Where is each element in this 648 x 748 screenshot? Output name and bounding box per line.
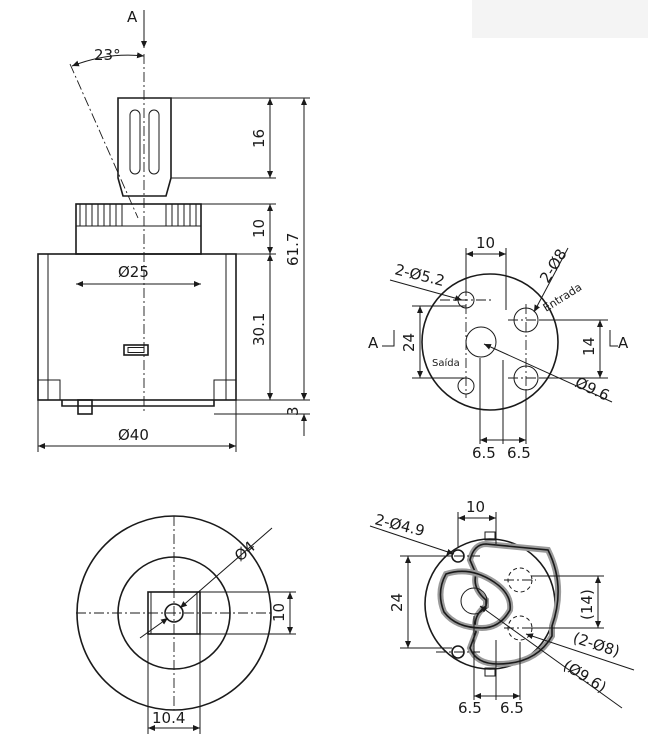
- slot-height-label: 10: [270, 603, 288, 622]
- knurl-lines: [79, 204, 197, 226]
- hole-spacing-label: 10: [476, 234, 495, 252]
- knurl-height-label: 10: [250, 219, 268, 238]
- bottom-view: 10 2-Ø5.2 2-Ø8 Entrada Saída Ø9.6 24 14 …: [368, 234, 629, 462]
- body-diameter-label: Ø40: [118, 426, 149, 444]
- inlet-label: Entrada: [541, 281, 585, 315]
- outlet-label: Saída: [432, 357, 460, 369]
- seal-notch-bottom: [484, 667, 496, 677]
- seal-view: 10 2-Ø4.9 24 (14) (2-Ø8) (Ø9.6) 6.5 6.5: [369, 498, 635, 717]
- stem-hole: [164, 603, 184, 623]
- offset-left-label: 6.5: [472, 444, 496, 462]
- cartridge-body: [37, 253, 237, 401]
- section-left-label: A: [368, 334, 379, 352]
- seal-center-port: [460, 587, 488, 615]
- watermark-area: [472, 0, 648, 38]
- seal-leader-center-port: [479, 605, 623, 709]
- leader-center-port: [483, 343, 613, 403]
- hole-label: 2-Ø5.2: [393, 260, 446, 290]
- side-view: A 23° 16 10 30.1: [37, 8, 310, 452]
- hole-diameter-label: Ø4: [231, 538, 259, 566]
- section-marker-label: A: [127, 8, 138, 26]
- knurled-ring: [75, 203, 202, 255]
- seal-inlet-spacing-label: (14): [578, 589, 596, 620]
- angle-label: 23°: [94, 46, 121, 64]
- angle-arc: [71, 52, 145, 67]
- section-right-label: A: [618, 334, 629, 352]
- top-view: Ø4 10 10.4: [76, 515, 296, 734]
- slot-width-label: 10.4: [152, 709, 185, 727]
- seal-notch-top: [484, 531, 496, 541]
- seal-port-label: (2-Ø8): [571, 629, 622, 661]
- knurl-diameter-label: Ø25: [118, 263, 149, 281]
- stem-outline: [117, 97, 172, 197]
- base-plate: [61, 400, 215, 407]
- seal-port-spacing-label: 24: [388, 593, 406, 612]
- outlet-port: [465, 326, 497, 358]
- section-mark-right: [609, 330, 618, 347]
- seal-leader-port: [525, 633, 635, 671]
- seal-offset-left-label: 6.5: [458, 699, 482, 717]
- base-height-label: 3: [284, 406, 302, 416]
- seal-gasket-inner-line: [439, 570, 511, 629]
- stem-slot-right: [148, 109, 160, 175]
- leader-hole-diameter: [179, 527, 273, 609]
- offset-right-label: 6.5: [507, 444, 531, 462]
- seal-center-port-label: (Ø9.6): [560, 656, 610, 696]
- seal-leader-hole: [369, 525, 455, 555]
- seal-offset-right-label: 6.5: [500, 699, 524, 717]
- section-mark-left: [382, 330, 395, 347]
- inlet-spacing-label: 14: [580, 337, 598, 356]
- base-pin: [77, 399, 93, 415]
- stem-slot-left: [129, 109, 141, 175]
- leader-port: [533, 247, 569, 313]
- seal-hole-spacing-label: 10: [466, 498, 485, 516]
- body-steps: [38, 379, 236, 400]
- port-spacing-label: 24: [400, 333, 418, 352]
- total-height-label: 61.7: [284, 233, 302, 266]
- body-window: [123, 344, 149, 356]
- stem-height-label: 16: [250, 129, 268, 148]
- leader-hole-tail: [139, 617, 169, 639]
- body-window-inner: [127, 347, 145, 353]
- leader-hole: [389, 279, 463, 302]
- body-height-label: 30.1: [250, 313, 268, 346]
- tilt-axis: [69, 63, 139, 219]
